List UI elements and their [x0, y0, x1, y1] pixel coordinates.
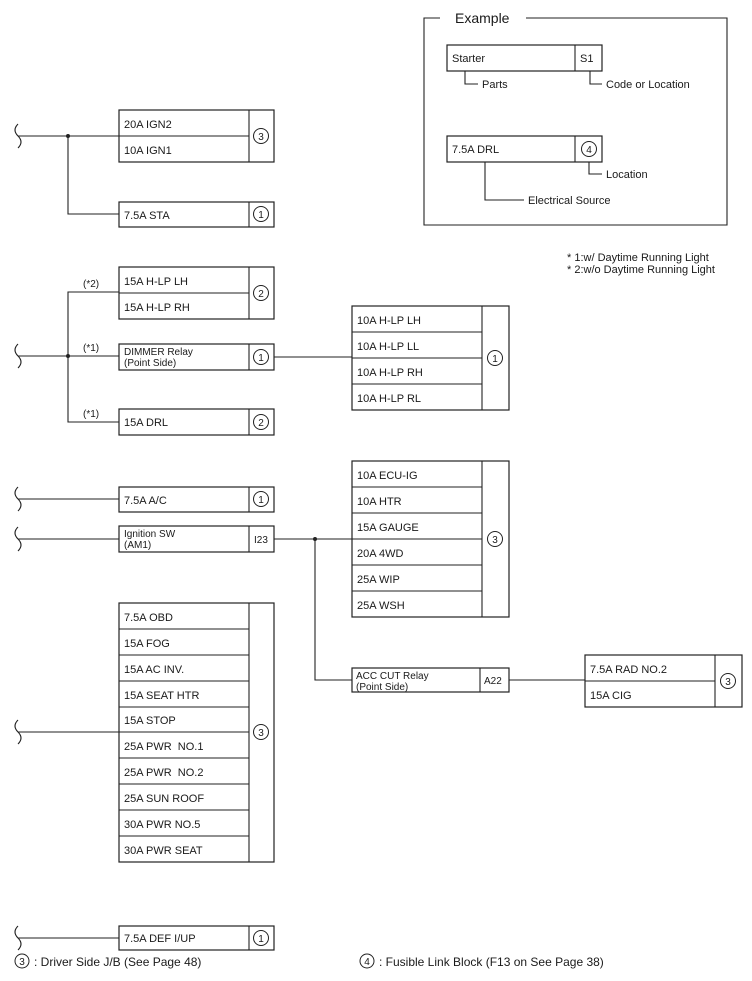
fuse-rad-no2: 7.5A RAD NO.2 — [590, 664, 667, 676]
rad-location: 3 — [725, 677, 731, 688]
headlight-group: (*2) (*1) (*1) 15A H-LP LH 15A H-LP RH 2… — [14, 266, 510, 436]
fuse-pwr-no5: 30A PWR NO.5 — [124, 819, 200, 831]
ac-location: 1 — [258, 495, 264, 506]
body-location: 3 — [258, 728, 264, 739]
fuse-ign1: 10A IGN1 — [124, 145, 172, 157]
fuse-gauge: 15A GAUGE — [357, 522, 419, 534]
footer-right-num: 4 — [364, 957, 370, 968]
def-group: 7.5A DEF I/UP 1 — [14, 925, 275, 951]
fuse-sta: 7.5A STA — [124, 210, 170, 222]
note-drl-with: * 1:w/ Daytime Running Light — [567, 252, 709, 264]
example-code-caption: Code or Location — [606, 79, 690, 91]
fuse-stop: 15A STOP — [124, 715, 176, 727]
fuse-ac-inv: 15A AC INV. — [124, 664, 184, 676]
ign-group: 20A IGN2 10A IGN1 3 7.5A STA 1 — [14, 109, 275, 228]
fuse-cig: 15A CIG — [590, 690, 632, 702]
fuse-hlp-rh: 15A H-LP RH — [124, 302, 190, 314]
fuse-pwr-seat: 30A PWR SEAT — [124, 845, 203, 857]
example-legend: Example Starter S1 Parts Code or Locatio… — [423, 10, 728, 226]
drl-location: 2 — [258, 418, 264, 429]
fuse-htr: 10A HTR — [357, 496, 402, 508]
ignition-sw-sub: (AM1) — [124, 540, 151, 551]
fuse-10a-hlp-ll: 10A H-LP LL — [357, 341, 419, 353]
example-parts-caption: Parts — [482, 79, 508, 91]
acc-cut-relay-sub: (Point Side) — [356, 682, 408, 693]
fuse-4wd: 20A 4WD — [357, 548, 404, 560]
fuse-pwr-no2: 25A PWR NO.2 — [124, 767, 203, 779]
fuse-seat-htr: 15A SEAT HTR — [124, 690, 199, 702]
fuse-10a-hlp-rl: 10A H-LP RL — [357, 393, 421, 405]
footer-left-num: 3 — [19, 957, 25, 968]
example-part-name: Starter — [452, 53, 485, 65]
fuse-fog: 15A FOG — [124, 638, 170, 650]
ignition-sw-label: Ignition SW — [124, 529, 176, 540]
tag-drl: (*1) — [83, 409, 99, 420]
hlp-location: 2 — [258, 289, 264, 300]
example-location-caption: Location — [606, 169, 648, 181]
dimmer-relay-label: DIMMER Relay — [124, 347, 193, 358]
fuse-10a-hlp-lh: 10A H-LP LH — [357, 315, 421, 327]
ignition-sw-code: I23 — [254, 535, 268, 546]
footer-legend: 3 : Driver Side J/B (See Page 48) 4 : Fu… — [14, 953, 604, 969]
sta-location: 1 — [258, 210, 264, 221]
example-source-name: 7.5A DRL — [452, 144, 499, 156]
fuse-ecu-ig: 10A ECU-IG — [357, 470, 418, 482]
fuse-obd: 7.5A OBD — [124, 612, 173, 624]
footer-right-text: : Fusible Link Block (F13 on See Page 38… — [379, 955, 604, 969]
fuse-10a-hlp-rh: 10A H-LP RH — [357, 367, 423, 379]
body-fuse-group: 7.5A OBD 15A FOG 15A AC INV. 15A SEAT HT… — [14, 602, 275, 863]
fuse-ac: 7.5A A/C — [124, 495, 167, 507]
note-drl-without: * 2:w/o Daytime Running Light — [567, 264, 715, 276]
fuse-drl: 15A DRL — [124, 417, 168, 429]
acc-cut-relay-code: A22 — [484, 676, 502, 687]
dimmer-location: 1 — [258, 353, 264, 364]
def-location: 1 — [258, 934, 264, 945]
fuse-pwr-no1: 25A PWR NO.1 — [124, 741, 203, 753]
tag-dimmer: (*1) — [83, 343, 99, 354]
fuse-wsh: 25A WSH — [357, 600, 405, 612]
example-source-caption: Electrical Source — [528, 195, 611, 207]
example-title: Example — [455, 10, 510, 26]
example-source-location: 4 — [586, 145, 592, 156]
fuse-wip: 25A WIP — [357, 574, 400, 586]
fuse-ign2: 20A IGN2 — [124, 119, 172, 131]
dimmer-relay-sub: (Point Side) — [124, 358, 176, 369]
ac-group: 7.5A A/C 1 — [14, 486, 275, 513]
example-part-code: S1 — [580, 53, 593, 65]
ign-location: 3 — [258, 132, 264, 143]
footer-left-text: : Driver Side J/B (See Page 48) — [34, 955, 201, 969]
tag-hlp: (*2) — [83, 279, 99, 290]
fuse-hlp-lh: 15A H-LP LH — [124, 276, 188, 288]
ecu-location: 3 — [492, 535, 498, 546]
fuse-def-iup: 7.5A DEF I/UP — [124, 933, 196, 945]
ignition-sw-group: Ignition SW (AM1) I23 10A ECU-IG 10A HTR… — [14, 460, 743, 708]
fuse-sun-roof: 25A SUN ROOF — [124, 793, 204, 805]
hlp10-location: 1 — [492, 354, 498, 365]
acc-cut-relay-label: ACC CUT Relay — [356, 671, 429, 682]
